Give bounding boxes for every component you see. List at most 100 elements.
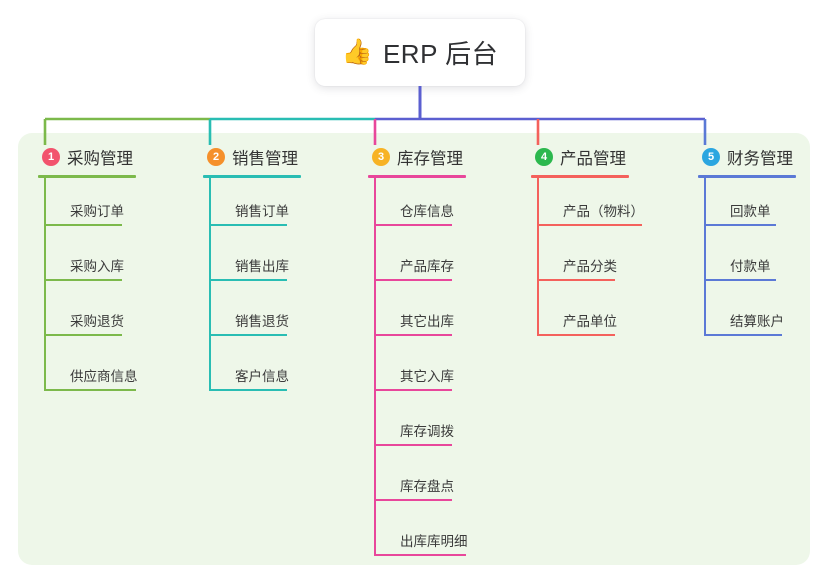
list-item[interactable]: 销售出库 (203, 233, 313, 288)
list-item[interactable]: 回款单 (698, 178, 808, 233)
list-item-underline (374, 499, 452, 501)
list-item[interactable]: 产品分类 (531, 233, 641, 288)
list-item-label: 采购入库 (70, 259, 124, 274)
column-underline-2 (203, 175, 301, 178)
list-item-underline (374, 279, 452, 281)
list-item-underline (374, 554, 466, 556)
list-item[interactable]: 产品（物料） (531, 178, 644, 233)
list-item[interactable]: 采购入库 (38, 233, 148, 288)
column-header-3[interactable]: 3 库存管理 (368, 145, 478, 169)
list-item-label: 其它入库 (400, 369, 454, 384)
list-item[interactable]: 其它出库 (368, 288, 478, 343)
list-item-label: 供应商信息 (70, 369, 138, 384)
list-item-underline (209, 224, 287, 226)
column-header-1[interactable]: 1 采购管理 (38, 145, 148, 169)
list-item-label: 回款单 (730, 204, 771, 219)
column-3: 3 库存管理仓库信息产品库存其它出库其它入库库存调拨库存盘点出库库明细 (368, 145, 478, 563)
list-item-label: 结算账户 (730, 314, 784, 329)
column-underline-4 (531, 175, 629, 178)
list-item-label: 库存盘点 (400, 479, 454, 494)
column-badge-5: 5 (702, 148, 720, 166)
list-item-underline (374, 334, 452, 336)
list-item-underline (44, 279, 122, 281)
column-spine-4 (537, 178, 539, 336)
list-item[interactable]: 库存调拨 (368, 398, 478, 453)
list-item-label: 产品单位 (563, 314, 617, 329)
list-item-label: 付款单 (730, 259, 771, 274)
list-item-label: 产品分类 (563, 259, 617, 274)
list-item-label: 产品（物料） (563, 204, 644, 219)
list-item[interactable]: 付款单 (698, 233, 808, 288)
column-items-2: 销售订单销售出库销售退货客户信息 (203, 178, 313, 398)
column-spine-3 (374, 178, 376, 556)
list-item[interactable]: 结算账户 (698, 288, 808, 343)
list-item[interactable]: 销售订单 (203, 178, 313, 233)
column-underline-5 (698, 175, 796, 178)
list-item-label: 产品库存 (400, 259, 454, 274)
list-item-underline (537, 224, 642, 226)
list-item-underline (704, 334, 782, 336)
list-item-label: 采购退货 (70, 314, 124, 329)
column-2: 2 销售管理销售订单销售出库销售退货客户信息 (203, 145, 313, 398)
list-item[interactable]: 客户信息 (203, 343, 313, 398)
list-item[interactable]: 产品库存 (368, 233, 478, 288)
list-item-underline (537, 334, 615, 336)
column-items-3: 仓库信息产品库存其它出库其它入库库存调拨库存盘点出库库明细 (368, 178, 478, 563)
column-underline-1 (38, 175, 136, 178)
list-item-underline (44, 389, 136, 391)
list-item-label: 客户信息 (235, 369, 289, 384)
root-node-card[interactable]: 👍 ERP 后台 (315, 19, 525, 86)
column-spine-5 (704, 178, 706, 336)
list-item-underline (209, 279, 287, 281)
thumbs-up-icon: 👍 (341, 38, 373, 66)
list-item-label: 销售退货 (235, 314, 289, 329)
root-node-title: ERP 后台 (382, 39, 499, 69)
column-items-5: 回款单付款单结算账户 (698, 178, 808, 343)
column-items-4: 产品（物料） 产品分类产品单位 (531, 178, 644, 343)
list-item-label: 出库库明细 (400, 534, 468, 549)
list-item[interactable]: 其它入库 (368, 343, 478, 398)
column-1: 1 采购管理采购订单采购入库采购退货供应商信息 (38, 145, 148, 398)
column-underline-3 (368, 175, 466, 178)
column-items-1: 采购订单采购入库采购退货供应商信息 (38, 178, 148, 398)
list-item-label: 采购订单 (70, 204, 124, 219)
list-item-underline (374, 224, 452, 226)
list-item-underline (44, 224, 122, 226)
column-header-2[interactable]: 2 销售管理 (203, 145, 313, 169)
list-item[interactable]: 销售退货 (203, 288, 313, 343)
list-item[interactable]: 出库库明细 (368, 508, 478, 563)
list-item-underline (44, 334, 122, 336)
column-title-1: 采购管理 (67, 150, 133, 168)
list-item-underline (209, 334, 287, 336)
list-item[interactable]: 采购订单 (38, 178, 148, 233)
list-item[interactable]: 库存盘点 (368, 453, 478, 508)
list-item[interactable]: 产品单位 (531, 288, 641, 343)
list-item-label: 库存调拨 (400, 424, 454, 439)
column-badge-2: 2 (207, 148, 225, 166)
list-item-label: 销售订单 (235, 204, 289, 219)
column-badge-4: 4 (535, 148, 553, 166)
list-item-label: 仓库信息 (400, 204, 454, 219)
root-node-content: 👍 ERP 后台 (342, 34, 498, 71)
list-item-underline (209, 389, 287, 391)
column-badge-1: 1 (42, 148, 60, 166)
column-spine-2 (209, 178, 211, 391)
diagram-panel (18, 133, 810, 565)
list-item[interactable]: 仓库信息 (368, 178, 478, 233)
list-item[interactable]: 供应商信息 (38, 343, 148, 398)
list-item[interactable]: 采购退货 (38, 288, 148, 343)
column-spine-1 (44, 178, 46, 391)
column-title-2: 销售管理 (232, 150, 298, 168)
list-item-label: 销售出库 (235, 259, 289, 274)
list-item-underline (704, 279, 776, 281)
list-item-underline (704, 224, 776, 226)
column-title-3: 库存管理 (397, 150, 463, 168)
list-item-underline (374, 444, 452, 446)
column-badge-3: 3 (372, 148, 390, 166)
list-item-label: 其它出库 (400, 314, 454, 329)
list-item-underline (374, 389, 452, 391)
